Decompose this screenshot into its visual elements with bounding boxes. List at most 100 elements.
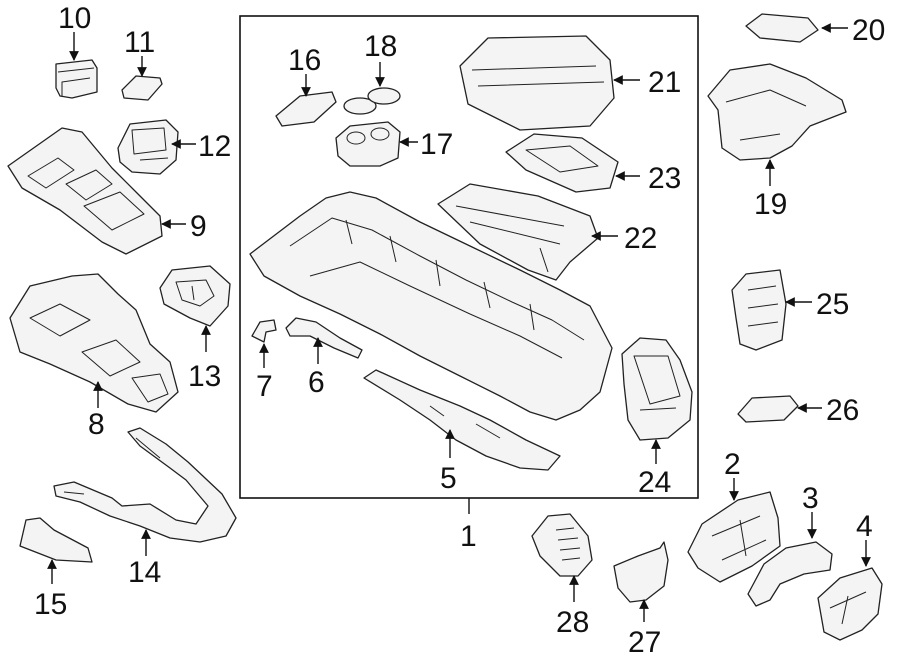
part-22-group: 22 bbox=[437, 183, 657, 281]
console-body-shape bbox=[249, 191, 613, 421]
part-18-shape-a bbox=[343, 97, 377, 115]
callout-22: 22 bbox=[624, 222, 657, 255]
console-body-detail-b bbox=[309, 261, 563, 359]
part-13-detail bbox=[175, 279, 215, 307]
part-10-group: 10 bbox=[55, 2, 98, 99]
part-21-detail bbox=[471, 65, 605, 87]
part-24-group: 24 bbox=[621, 337, 693, 499]
part-26-group: 26 bbox=[737, 394, 859, 427]
part-20-shape bbox=[745, 13, 819, 43]
part-25-group: 25 bbox=[731, 269, 849, 351]
part-8-detail bbox=[29, 303, 169, 403]
callout-15: 15 bbox=[34, 588, 67, 621]
callout-25: 25 bbox=[816, 288, 849, 321]
part-2-group: 2 bbox=[687, 448, 781, 583]
part-9-group: 9 bbox=[7, 127, 207, 255]
part-3-group: 3 bbox=[747, 482, 833, 607]
part-8-group: 8 bbox=[9, 273, 179, 441]
part-13-group: 13 bbox=[159, 265, 231, 393]
callout-26: 26 bbox=[826, 394, 859, 427]
part-17-cup-b bbox=[370, 127, 390, 141]
callout-16: 16 bbox=[288, 44, 321, 77]
part-28-detail bbox=[555, 527, 581, 561]
part-10-detail bbox=[57, 67, 95, 96]
callout-20: 20 bbox=[852, 14, 885, 47]
callout-11: 11 bbox=[124, 26, 155, 59]
part-20-group: 20 bbox=[745, 13, 885, 47]
callout-8: 8 bbox=[88, 408, 105, 441]
part-23-detail bbox=[525, 145, 599, 173]
part-26-shape bbox=[737, 395, 799, 423]
callout-10: 10 bbox=[58, 2, 91, 35]
part-28-shape bbox=[531, 513, 593, 577]
part-1-group: 1 bbox=[460, 498, 477, 553]
part-14-detail bbox=[63, 437, 161, 495]
part-25-detail bbox=[747, 285, 779, 327]
part-25-shape bbox=[731, 269, 787, 351]
part-4-group: 4 bbox=[817, 510, 883, 641]
part-11-group: 11 bbox=[121, 26, 163, 101]
part-2-detail bbox=[711, 515, 767, 561]
part-18-shape-b bbox=[367, 87, 401, 105]
callout-6: 6 bbox=[308, 366, 325, 399]
part-12-detail bbox=[131, 127, 169, 161]
part-23-group: 23 bbox=[505, 133, 681, 195]
part-22-shape bbox=[437, 183, 599, 281]
part-12-group: 12 bbox=[117, 119, 231, 175]
part-7-shape bbox=[251, 319, 277, 343]
callout-14: 14 bbox=[128, 556, 161, 589]
part-17-cup-a bbox=[346, 131, 366, 145]
callout-13: 13 bbox=[188, 360, 221, 393]
callout-3: 3 bbox=[802, 482, 819, 515]
part-14-shape bbox=[53, 427, 237, 543]
console-body-detail-a bbox=[289, 217, 585, 341]
part-4-detail bbox=[829, 591, 867, 625]
callout-23: 23 bbox=[648, 162, 681, 195]
part-19-detail bbox=[725, 89, 807, 141]
part-18-group: 18 bbox=[343, 30, 401, 115]
callout-7: 7 bbox=[256, 370, 273, 403]
part-27-group: 27 bbox=[613, 541, 669, 659]
callout-28: 28 bbox=[556, 606, 589, 639]
part-3-shape bbox=[747, 541, 833, 607]
part-24-shape bbox=[621, 337, 693, 441]
part-21-group: 21 bbox=[459, 35, 681, 131]
callout-17: 17 bbox=[420, 128, 453, 161]
callout-21: 21 bbox=[648, 66, 681, 99]
part-12-shape bbox=[117, 119, 179, 175]
part-16-group: 16 bbox=[275, 44, 337, 127]
part-17-shape bbox=[335, 121, 401, 167]
part-19-shape bbox=[707, 63, 847, 161]
console-body-detail-c bbox=[345, 219, 535, 331]
callout-9: 9 bbox=[190, 210, 207, 243]
part-2-shape bbox=[687, 491, 781, 583]
part-27-shape bbox=[613, 541, 669, 603]
callout-1: 1 bbox=[460, 520, 477, 553]
part-5-shape bbox=[363, 369, 561, 471]
part-17-group: 17 bbox=[335, 121, 453, 167]
part-28-group: 28 bbox=[531, 513, 593, 639]
part-5-group: 5 bbox=[363, 369, 561, 495]
part-9-shape bbox=[7, 127, 163, 255]
console-body-group bbox=[249, 191, 613, 421]
callout-24: 24 bbox=[638, 466, 671, 499]
part-22-detail bbox=[455, 205, 565, 273]
part-11-shape bbox=[121, 75, 163, 101]
part-7-group: 7 bbox=[251, 319, 277, 403]
part-16-shape bbox=[275, 91, 337, 127]
part-5-detail bbox=[429, 405, 501, 439]
part-21-shape bbox=[459, 35, 615, 131]
part-4-shape bbox=[817, 567, 883, 641]
callout-12: 12 bbox=[198, 130, 231, 163]
part-15-shape bbox=[19, 517, 93, 563]
part-13-shape bbox=[159, 265, 231, 327]
callout-18: 18 bbox=[364, 30, 397, 63]
part-15-group: 15 bbox=[19, 517, 93, 621]
part-14-group: 14 bbox=[53, 427, 237, 589]
callout-2: 2 bbox=[724, 448, 741, 481]
part-6-group: 6 bbox=[285, 317, 363, 399]
part-10-shape bbox=[55, 59, 98, 99]
callout-19: 19 bbox=[754, 188, 787, 221]
